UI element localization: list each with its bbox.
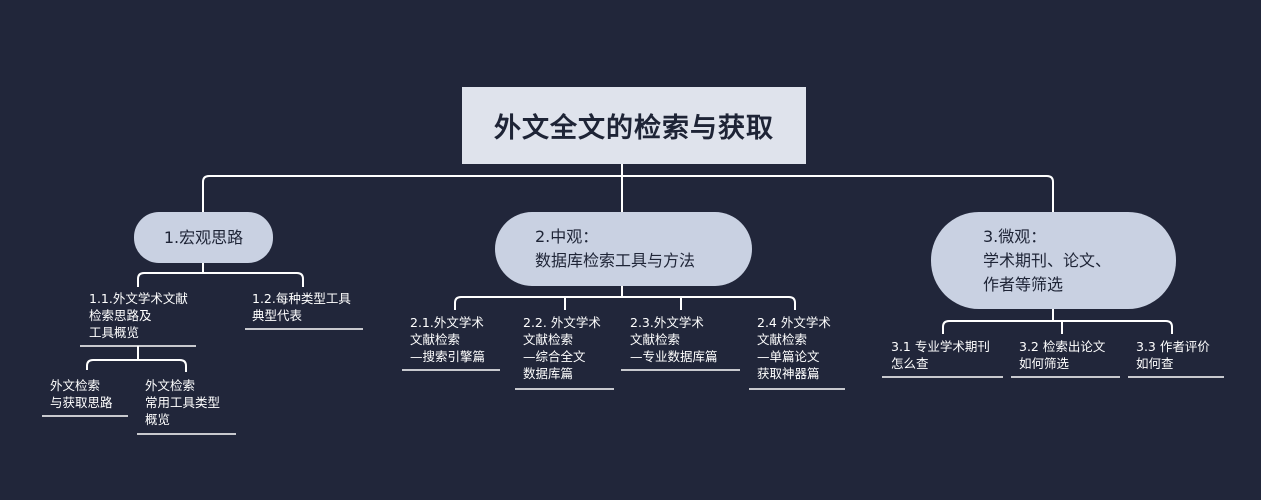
leaf-node-1-2: 1.2.每种类型工具 典型代表 xyxy=(252,290,351,324)
leaf-text: 3.2 检索出论文 xyxy=(1019,339,1106,354)
branch-label: 作者等筛选 xyxy=(983,274,1064,294)
leaf-text: 工具概览 xyxy=(89,325,140,340)
leaf-text: 概览 xyxy=(145,412,171,427)
leaf-text: 文献检索 xyxy=(757,332,808,347)
leaf-text: 如何筛选 xyxy=(1019,356,1070,371)
branch-node-meso: 2.中观： 数据库检索工具与方法 xyxy=(495,212,752,286)
leaf-text: 文献检索 xyxy=(630,332,681,347)
leaf-text: 1.2.每种类型工具 xyxy=(252,291,351,306)
branch-label: 数据库检索工具与方法 xyxy=(535,251,696,270)
leaf-text: 外文检索 xyxy=(50,378,101,393)
leaf-node-2-2: 2.2. 外文学术 文献检索 —综合全文 数据库篇 xyxy=(523,314,601,382)
leaf-text: 2.2. 外文学术 xyxy=(523,315,601,330)
root-title: 外文全文的检索与获取 xyxy=(494,113,774,144)
leaf-text: 文献检索 xyxy=(523,332,574,347)
leaf-text: —综合全文 xyxy=(523,349,586,364)
leaf-text: 典型代表 xyxy=(252,308,303,323)
leaf-node-1-1-1: 外文检索 与获取思路 xyxy=(50,377,113,411)
leaf-text: 1.1.外文学术文献 xyxy=(89,291,188,306)
leaf-text: 数据库篇 xyxy=(523,366,574,381)
branch-label: 1.宏观思路 xyxy=(163,227,244,247)
branch-label: 学术期刊、论文、 xyxy=(983,250,1112,270)
leaf-node-1-1-2: 外文检索 常用工具类型 概览 xyxy=(145,377,220,428)
leaf-node-3-1: 3.1 专业学术期刊 怎么查 xyxy=(891,338,990,372)
leaf-text: —专业数据库篇 xyxy=(630,349,718,364)
leaf-node-2-4: 2.4 外文学术 文献检索 —单篇论文 获取神器篇 xyxy=(757,314,831,382)
leaf-text: 文献检索 xyxy=(410,332,461,347)
leaf-text: —搜索引擎篇 xyxy=(410,349,486,364)
leaf-text: 怎么查 xyxy=(891,356,929,371)
leaf-text: 3.1 专业学术期刊 xyxy=(891,339,990,354)
branch-node-micro: 3.微观： 学术期刊、论文、 作者等筛选 xyxy=(931,212,1176,309)
branch-label: 3.微观： xyxy=(983,226,1047,246)
root-node: 外文全文的检索与获取 xyxy=(462,87,806,164)
branch-label: 2.中观： xyxy=(535,227,599,246)
leaf-node-3-3: 3.3 作者评价 如何查 xyxy=(1136,338,1210,372)
leaf-text: 如何查 xyxy=(1136,356,1174,371)
leaf-text: 与获取思路 xyxy=(50,395,113,410)
leaf-node-3-2: 3.2 检索出论文 如何筛选 xyxy=(1019,338,1105,372)
leaf-text: 2.4 外文学术 xyxy=(757,315,831,330)
leaf-text: 常用工具类型 xyxy=(145,395,221,410)
leaf-text: 3.3 作者评价 xyxy=(1136,339,1210,354)
leaf-text: 外文检索 xyxy=(145,378,196,393)
leaf-text: 2.3.外文学术 xyxy=(630,315,704,330)
leaf-text: 获取神器篇 xyxy=(757,366,820,381)
leaf-node-2-3: 2.3.外文学术 文献检索 —专业数据库篇 xyxy=(630,314,718,365)
branch-node-macro: 1.宏观思路 xyxy=(134,212,273,263)
leaf-node-1-1: 1.1.外文学术文献 检索思路及 工具概览 xyxy=(89,290,188,341)
leaf-text: 2.1.外文学术 xyxy=(410,315,484,330)
leaf-node-2-1: 2.1.外文学术 文献检索 —搜索引擎篇 xyxy=(410,314,485,365)
leaf-text: —单篇论文 xyxy=(757,349,820,364)
leaf-text: 检索思路及 xyxy=(89,308,152,323)
